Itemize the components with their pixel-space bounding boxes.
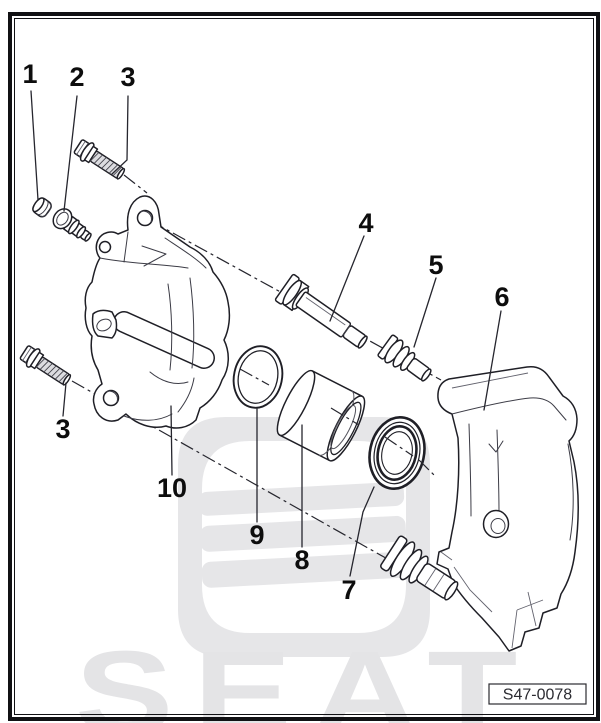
callout-numbers: 1 2 3 4 5 6 3 10 9 8 7 — [22, 59, 509, 605]
leader-1 — [30, 90, 39, 201]
callout-4: 4 — [358, 208, 373, 238]
callout-10: 10 — [157, 473, 187, 503]
callout-3-lower: 3 — [55, 414, 70, 444]
caliper-housing — [84, 195, 231, 429]
leader-lines — [30, 90, 502, 577]
callout-2: 2 — [69, 62, 84, 92]
lug-bolt-hole — [102, 389, 120, 407]
brake-carrier — [436, 365, 579, 652]
callout-9: 9 — [249, 520, 264, 550]
mounting-bolt-upper — [73, 139, 126, 180]
leader-6 — [483, 310, 502, 411]
carrier-guide-boot — [380, 535, 459, 601]
piston — [276, 369, 366, 462]
mounting-bolt-lower — [19, 345, 72, 386]
guide-pin — [274, 273, 368, 349]
seat-watermark-text: SEAT — [75, 627, 537, 723]
piston-dust-seal — [368, 416, 426, 490]
leader-5 — [413, 277, 437, 348]
caliper-left-boss — [91, 309, 118, 339]
leader-7 — [349, 486, 375, 577]
bleeder-boss-hole — [98, 240, 112, 254]
bleeder-valve — [52, 208, 92, 242]
guide-pin-boot — [377, 334, 432, 382]
figure-code: S47-0078 — [503, 687, 572, 704]
carrier-guide-hole — [482, 509, 510, 539]
figure-code-box: S47-0078 — [488, 683, 587, 705]
ear-bolt-hole — [136, 209, 154, 227]
leader-4 — [329, 235, 365, 322]
diagram-frame — [8, 12, 600, 721]
leader-10 — [170, 405, 173, 476]
piston-axis-segments — [239, 368, 435, 476]
callout-1: 1 — [22, 59, 37, 89]
leader-3-upper — [111, 95, 129, 175]
callout-8: 8 — [294, 545, 309, 575]
piston-seal-ring — [232, 345, 284, 409]
callout-5: 5 — [428, 250, 443, 280]
callout-3-upper: 3 — [120, 62, 135, 92]
leader-2 — [63, 95, 78, 212]
callout-6: 6 — [494, 282, 509, 312]
leader-3-lower — [62, 382, 67, 417]
bleeder-dust-cap — [32, 197, 52, 218]
callout-7: 7 — [341, 575, 356, 605]
upper-bolt-axis — [123, 174, 148, 194]
